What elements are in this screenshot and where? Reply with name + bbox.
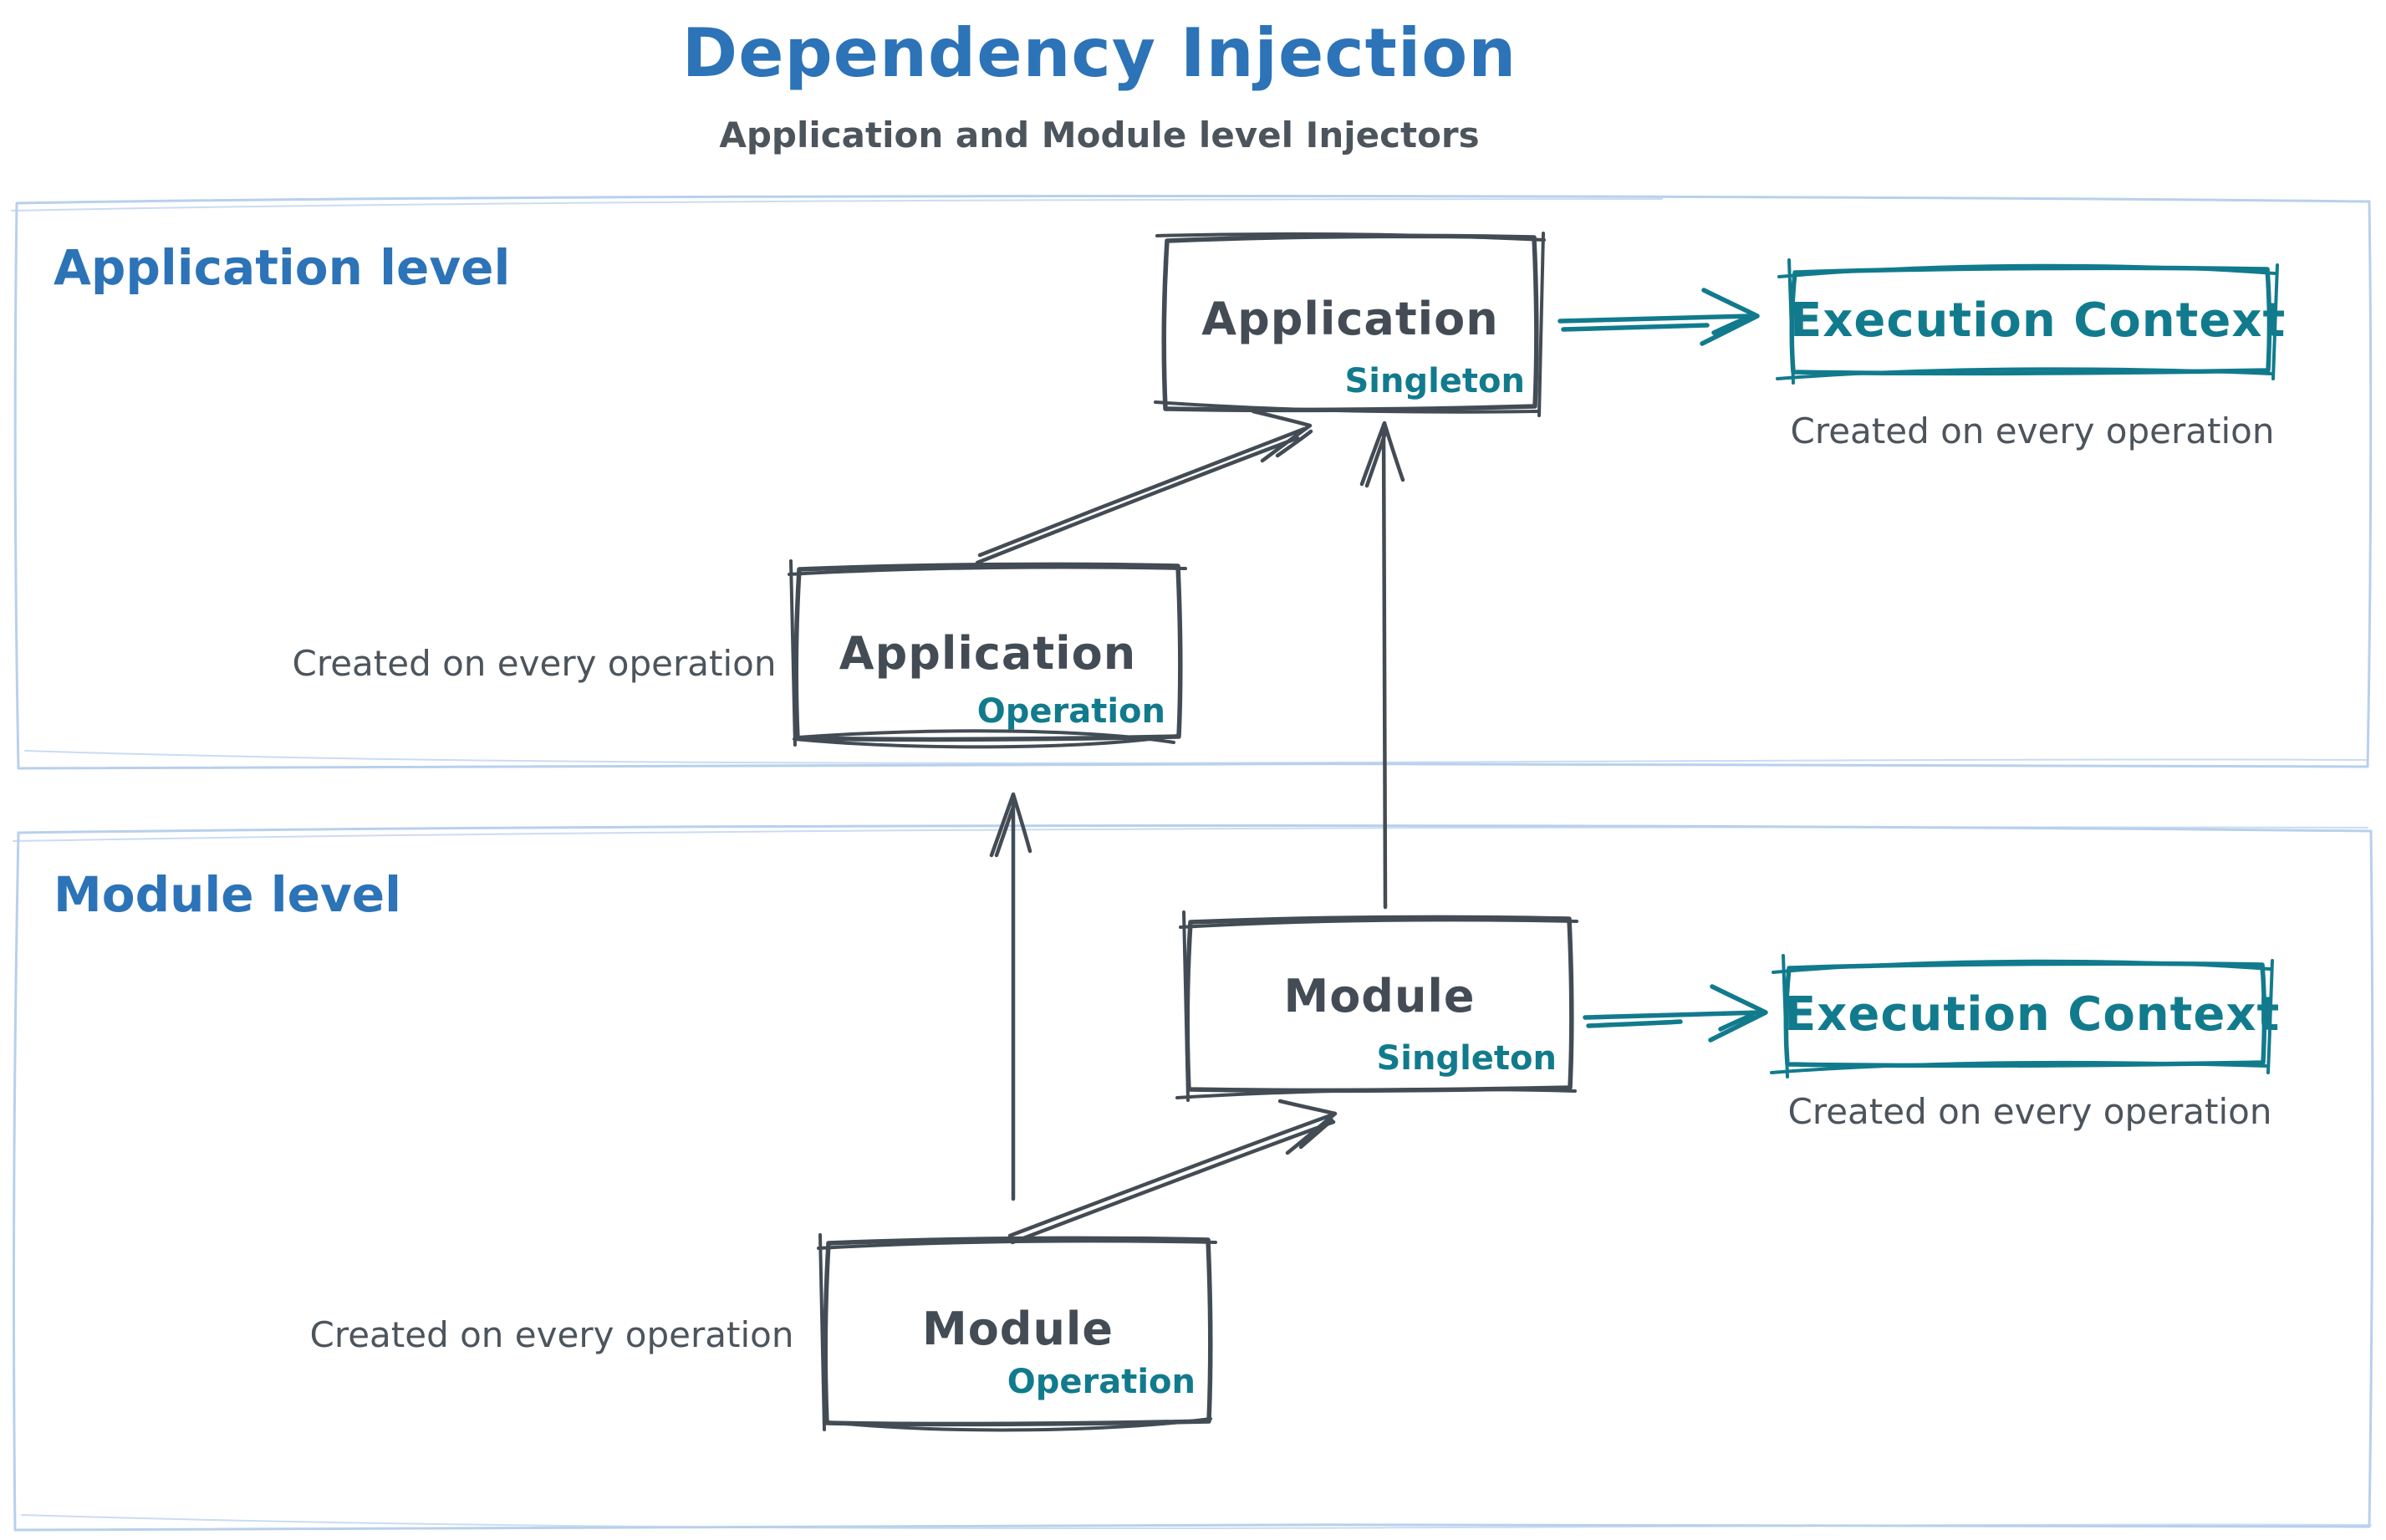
box-application-operation-tag: Operation	[976, 692, 1165, 731]
arrow-module-singleton-to-execution-context	[1583, 984, 1768, 1043]
note-application-operation: Created on every operation	[292, 643, 777, 684]
section-application-frame	[11, 195, 2373, 770]
note-execution-module: Created on every operation	[1787, 1091, 2272, 1132]
page-title: Dependency Injection	[681, 14, 1517, 92]
box-execution-context-module-label: Execution Context	[1784, 987, 2281, 1042]
box-module-operation-outline	[817, 1233, 1217, 1432]
box-application-singleton-title: Application	[1201, 293, 1499, 345]
box-module-operation-tag: Operation	[1007, 1363, 1196, 1401]
box-application-singleton-outline	[1154, 232, 1546, 417]
box-application-operation-title: Application	[839, 627, 1137, 680]
box-execution-context-app-label: Execution Context	[1790, 293, 2287, 348]
box-module-singleton-title: Module	[1283, 970, 1476, 1022]
arrow-module-operation-to-app-operation	[989, 792, 1032, 1201]
arrow-module-operation-to-module-singleton	[1007, 1099, 1338, 1245]
arrow-app-singleton-to-execution-context	[1558, 288, 1760, 346]
page-subtitle: Application and Module level Injectors	[719, 115, 1480, 156]
section-label-application-level: Application level	[54, 239, 511, 296]
box-application-operation-outline	[788, 559, 1187, 749]
section-label-module-level: Module level	[54, 866, 402, 923]
arrow-app-operation-to-app-singleton	[975, 409, 1313, 565]
box-execution-context-app-outline	[1776, 258, 2279, 385]
box-module-singleton-outline	[1175, 910, 1578, 1102]
box-module-operation-title: Module	[921, 1303, 1114, 1355]
box-application-singleton-tag: Singleton	[1344, 362, 1525, 400]
note-module-operation: Created on every operation	[309, 1314, 794, 1355]
section-module-frame	[13, 824, 2374, 1532]
box-execution-context-module-outline	[1770, 954, 2274, 1079]
box-module-singleton-tag: Singleton	[1376, 1039, 1557, 1078]
note-execution-app: Created on every operation	[1790, 410, 2275, 451]
arrow-module-singleton-to-app-singleton	[1359, 421, 1405, 910]
